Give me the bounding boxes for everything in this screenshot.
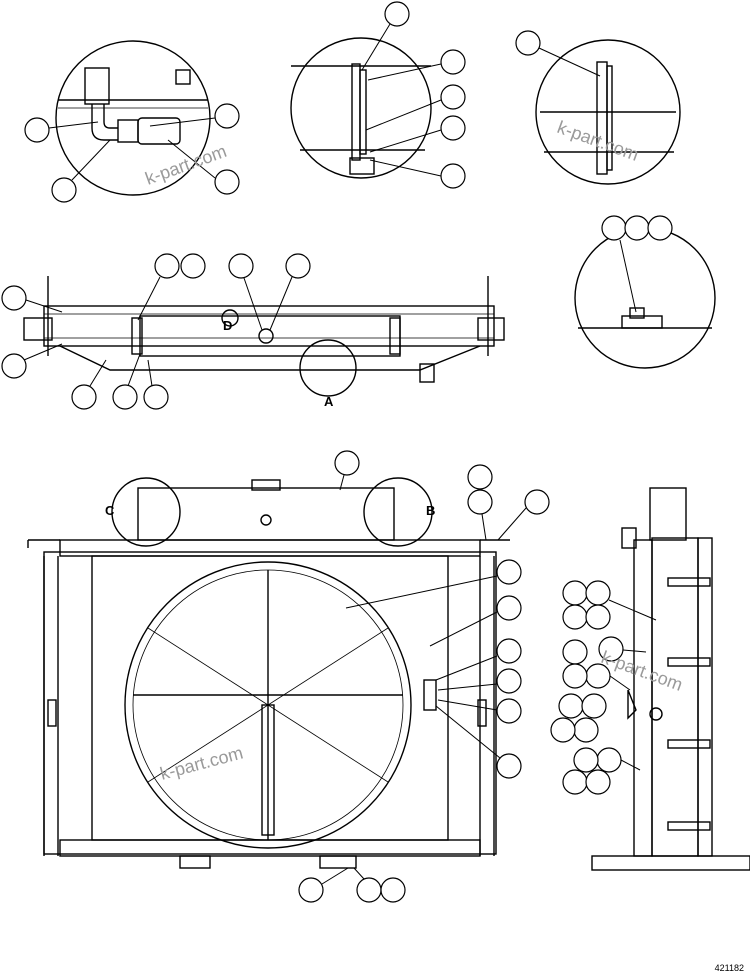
view-label-d: D (223, 318, 232, 333)
front-view-radiator (27, 477, 510, 869)
detail-view-right-middle (574, 227, 716, 369)
view-label-c: C (105, 503, 115, 518)
callout-balloons (1, 1, 673, 903)
detail-view-top-right (535, 39, 681, 185)
detail-view-top-left (55, 40, 211, 196)
view-label-a: A (324, 394, 334, 409)
drawing-number: 421182 (714, 963, 744, 973)
watermark-4: k-part.com (599, 647, 686, 695)
watermark-3: k-part.com (158, 743, 245, 784)
watermark-2: k-part.com (555, 117, 642, 165)
detail-view-top-center (290, 37, 432, 179)
top-plan-view (23, 276, 505, 397)
side-view (591, 487, 750, 871)
view-label-b: B (426, 503, 435, 518)
